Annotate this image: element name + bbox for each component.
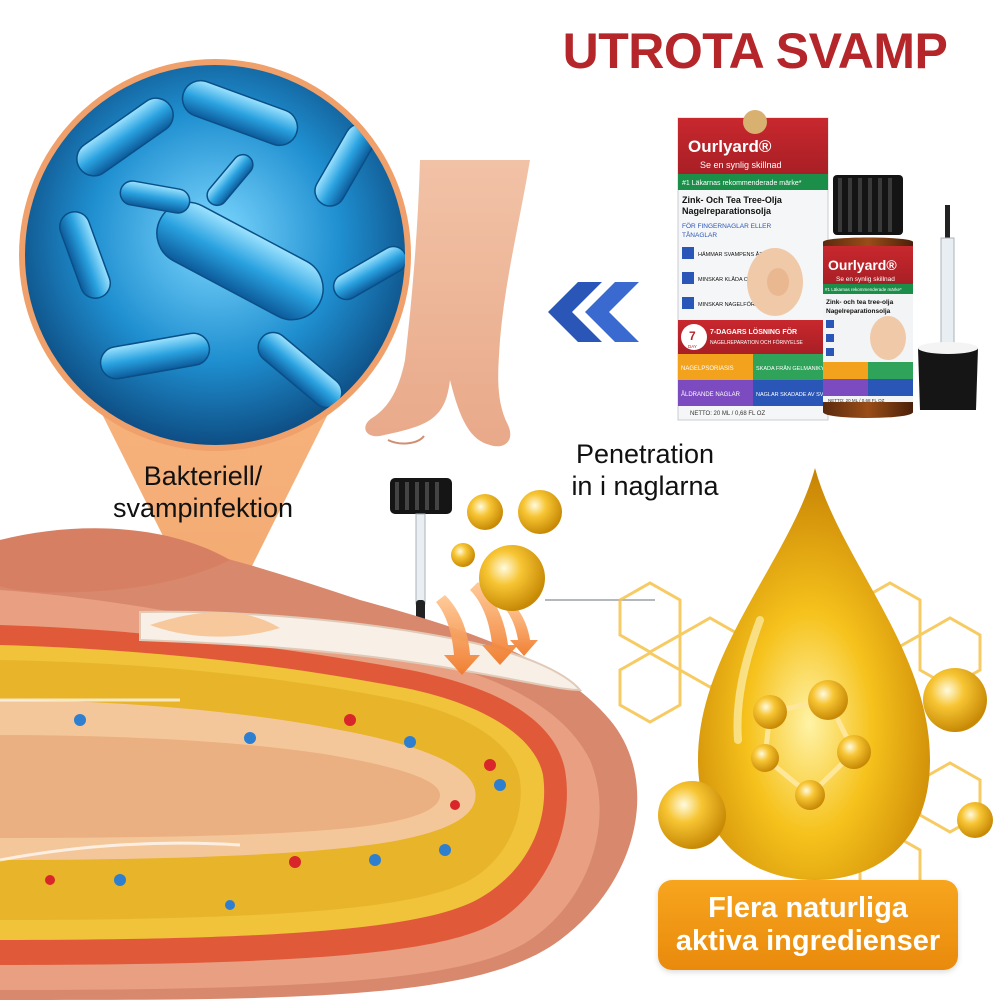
ingredients-pill-line1: Flera naturliga: [708, 891, 908, 924]
bottle-name-line1: Zink- och tea tree-olja: [826, 299, 894, 306]
double-chevron-left-icon: [548, 282, 639, 342]
penetration-label-line1: Penetration: [575, 439, 715, 469]
box-benefit-3: MINSKAR NAGELFÖRÄNDRINGAR: [698, 301, 788, 308]
bottle-badge: #1 Läkarnas rekommenderade märke*: [825, 287, 902, 292]
bottle-tagline: Se en synlig skillnad: [836, 276, 895, 283]
box-benefit-1: HÄMMAR SVAMPENS ÅTERVÄXT: [698, 251, 785, 258]
box-seven-line1: 7-DAGARS LÖSNING FÖR: [710, 327, 797, 336]
box-grid-1: NAGELPSORIASIS: [681, 366, 734, 372]
ingredients-pill: Flera naturliga aktiva ingredienser: [658, 880, 958, 970]
box-name-line2: Nagelreparationsolja: [682, 206, 772, 216]
box-name-line1: Zink- Och Tea Tree-Olja: [682, 195, 783, 205]
box-tagline: Se en synlig skillnad: [700, 160, 782, 170]
large-bubbles: [658, 668, 993, 849]
box-benefit-2: MINSKAR KLÅDA OCH OBEHAG: [698, 276, 781, 283]
ingredients-pill-line2: aktiva ingredienser: [675, 925, 941, 957]
oil-drop-icon: [698, 468, 930, 880]
penetration-label: Penetration in i naglarna: [540, 438, 750, 503]
box-benefits: HÄMMAR SVAMPENS ÅTERVÄXT MINSKAR KLÅDA O…: [682, 247, 788, 309]
infection-label: Bakteriell/ svampinfektion: [88, 460, 318, 525]
box-grid-4: NAGLAR SKADADE AV SVAMP: [756, 392, 835, 398]
dropper-icon: [918, 205, 978, 410]
nail-cross-section-icon: [0, 528, 638, 1000]
infection-label-line1: Bakteriell/: [143, 461, 263, 491]
infection-label-line2: svampinfektion: [112, 493, 294, 524]
penetration-arrows-icon: [436, 582, 538, 675]
box-netto: NETTO: 20 ML / 0,68 FL OZ: [690, 411, 765, 417]
ingredient-bubbles: [451, 490, 562, 611]
box-badge: #1 Läkarnas rekommenderade märke*: [682, 180, 802, 187]
box-seven-badge-sub: DAY: [688, 344, 697, 349]
box-for-line1: FÖR FINGERNAGLAR ELLER: [682, 222, 772, 230]
bottle-name-line2: Nagelreparationsolja: [826, 308, 891, 315]
box-for-line2: TÅNAGLAR: [682, 230, 717, 239]
box-grid-3: ÅLDRANDE NAGLAR: [681, 391, 741, 398]
box-brand: Ourlyard®: [688, 137, 772, 156]
bacteria-magnifier-icon: [19, 59, 411, 451]
penetration-label-line2: in i naglarna: [571, 471, 719, 502]
box-seven-line2: NAGELREPARATION OCH FÖRNYELSE: [710, 339, 804, 346]
box-grid-2: SKADA FRÅN GELMANIKYR: [756, 365, 828, 372]
headline: UTROTA SVAMP: [562, 23, 948, 79]
box-seven-badge: 7: [689, 329, 696, 343]
bottle-netto: NETTO: 20 ML / 0,68 FL OZ: [828, 398, 885, 403]
bottle-brand: Ourlyard®: [828, 257, 897, 273]
